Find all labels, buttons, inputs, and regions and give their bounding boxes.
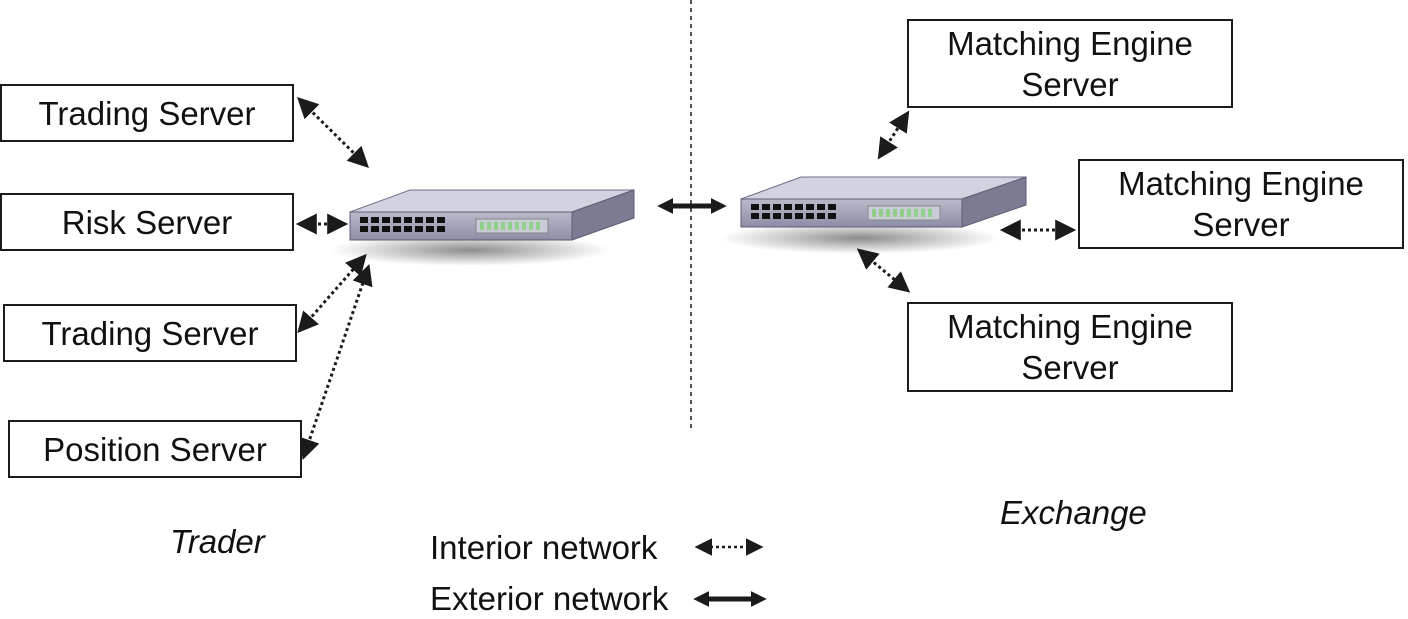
switch-ports xyxy=(751,204,836,219)
exchange-switch xyxy=(720,176,1027,254)
link-matching-engine-3 xyxy=(856,248,911,293)
legend-exterior-label: Exterior network xyxy=(430,580,669,617)
link-position-server xyxy=(299,264,373,460)
trader-switch xyxy=(330,189,635,266)
matching-engine-server-box-2: Matching Engine Server xyxy=(1078,159,1404,249)
risk-server-box: Risk Server xyxy=(0,193,294,251)
server-label: Position Server xyxy=(43,430,267,468)
server-label: Risk Server xyxy=(61,203,233,241)
trading-server-box-1: Trading Server xyxy=(0,84,294,142)
trader-label: Trader xyxy=(170,523,265,560)
position-server-box: Position Server xyxy=(8,420,302,478)
server-label-line1: Matching Engine xyxy=(1118,165,1364,202)
server-label: Trading Server xyxy=(41,314,259,352)
switch-ports xyxy=(360,217,445,232)
link-matching-engine-1 xyxy=(877,110,910,160)
link-trading-server-2 xyxy=(297,253,367,334)
legend-interior-label: Interior network xyxy=(430,529,658,566)
server-label-line2: Server xyxy=(1021,349,1119,386)
server-label-line1: Matching Engine xyxy=(947,308,1193,345)
server-label-line2: Server xyxy=(1021,65,1119,103)
matching-engine-server-box-3: Matching Engine Server xyxy=(907,302,1233,392)
link-trading-server-1 xyxy=(297,97,369,168)
server-label: Trading Server xyxy=(38,94,256,132)
trading-server-box-2: Trading Server xyxy=(3,304,297,362)
server-label-line2: Server xyxy=(1192,206,1290,243)
exchange-label: Exchange xyxy=(1000,494,1147,531)
server-label-line1: Matching Engine xyxy=(947,24,1193,62)
matching-engine-server-box-1: Matching Engine Server xyxy=(907,19,1233,108)
